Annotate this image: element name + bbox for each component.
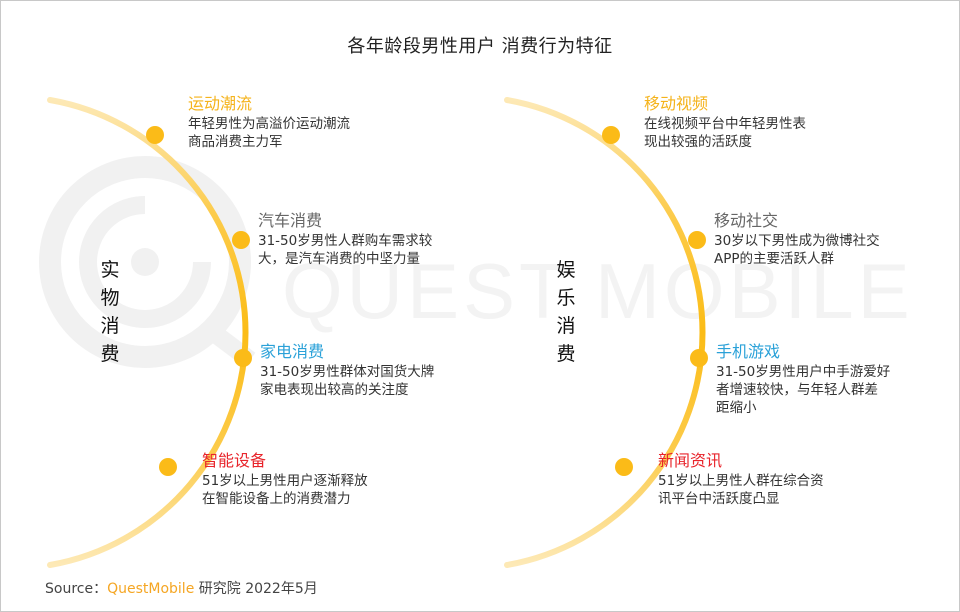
item-heading: 移动视频: [644, 94, 709, 113]
page-title: 各年龄段男性用户 消费行为特征: [347, 36, 613, 57]
item-heading: 汽车消费: [258, 211, 323, 230]
source-prefix: Source：: [45, 581, 108, 597]
item-description: 51岁以上男性人群在综合资 讯平台中活跃度凸显: [658, 473, 824, 507]
item-description: 31-50岁男性群体对国货大牌 家电表现出较高的关注度: [260, 364, 435, 398]
label-char: 实: [100, 259, 120, 281]
right-item-mobile-social: 移动社交 30岁以下男性成为微博社交 APP的主要活跃人群: [714, 211, 880, 268]
item-description: 31-50岁男性用户中手游爱好 者增速较快，与年轻人群差 距缩小: [716, 364, 891, 416]
label-char: 消: [100, 315, 120, 337]
dot-marker-icon: [159, 458, 177, 476]
dot-marker-icon: [615, 458, 633, 476]
dot-marker-icon: [602, 126, 620, 144]
right-item-mobile-video: 移动视频 在线视频平台中年轻男性表 现出较强的活跃度: [644, 94, 806, 151]
right-item-news: 新闻资讯 51岁以上男性人群在综合资 讯平台中活跃度凸显: [658, 451, 824, 508]
dot-marker-icon: [234, 349, 252, 367]
label-char: 物: [100, 287, 120, 309]
dot-marker-icon: [690, 349, 708, 367]
item-description: 51岁以上男性用户逐渐释放 在智能设备上的消费潜力: [202, 473, 368, 507]
label-char: 乐: [556, 287, 576, 309]
dot-marker-icon: [688, 231, 706, 249]
item-description: 年轻男性为高溢价运动潮流 商品消费主力军: [188, 116, 350, 150]
source-note: Source：QuestMobile 研究院 2022年5月: [45, 578, 318, 598]
label-char: 费: [100, 343, 120, 365]
label-char: 费: [556, 343, 576, 365]
item-heading: 手机游戏: [716, 342, 781, 361]
item-description: 30岁以下男性成为微博社交 APP的主要活跃人群: [714, 233, 880, 267]
source-suffix: 研究院 2022年5月: [194, 581, 318, 597]
item-heading: 移动社交: [714, 211, 779, 230]
left-item-smart-devices: 智能设备 51岁以上男性用户逐渐释放 在智能设备上的消费潜力: [202, 451, 368, 508]
item-heading: 运动潮流: [188, 94, 253, 113]
left-item-sports-fashion: 运动潮流 年轻男性为高溢价运动潮流 商品消费主力军: [188, 94, 350, 151]
item-heading: 新闻资讯: [658, 451, 723, 470]
left-arc: [47, 97, 249, 568]
item-description: 在线视频平台中年轻男性表 现出较强的活跃度: [644, 116, 806, 150]
label-char: 娱: [556, 259, 576, 281]
source-brand: QuestMobile: [107, 581, 195, 597]
left-category-label: 实 物 消 费: [98, 256, 122, 368]
dot-marker-icon: [232, 231, 250, 249]
item-heading: 家电消费: [260, 342, 325, 361]
watermark-text: QUEST MOBILE: [282, 247, 914, 335]
right-category-label: 娱 乐 消 费: [554, 256, 578, 368]
watermark-logo-icon: [39, 156, 256, 368]
item-description: 31-50岁男性人群购车需求较 大，是汽车消费的中坚力量: [258, 233, 433, 267]
left-item-appliances: 家电消费 31-50岁男性群体对国货大牌 家电表现出较高的关注度: [260, 342, 434, 399]
item-heading: 智能设备: [202, 451, 267, 470]
right-arc: [504, 97, 706, 568]
right-item-mobile-games: 手机游戏 31-50岁男性用户中手游爱好 者增速较快，与年轻人群差 距缩小: [716, 342, 890, 417]
label-char: 消: [556, 315, 576, 337]
left-item-auto: 汽车消费 31-50岁男性人群购车需求较 大，是汽车消费的中坚力量: [258, 211, 432, 268]
dot-marker-icon: [146, 126, 164, 144]
